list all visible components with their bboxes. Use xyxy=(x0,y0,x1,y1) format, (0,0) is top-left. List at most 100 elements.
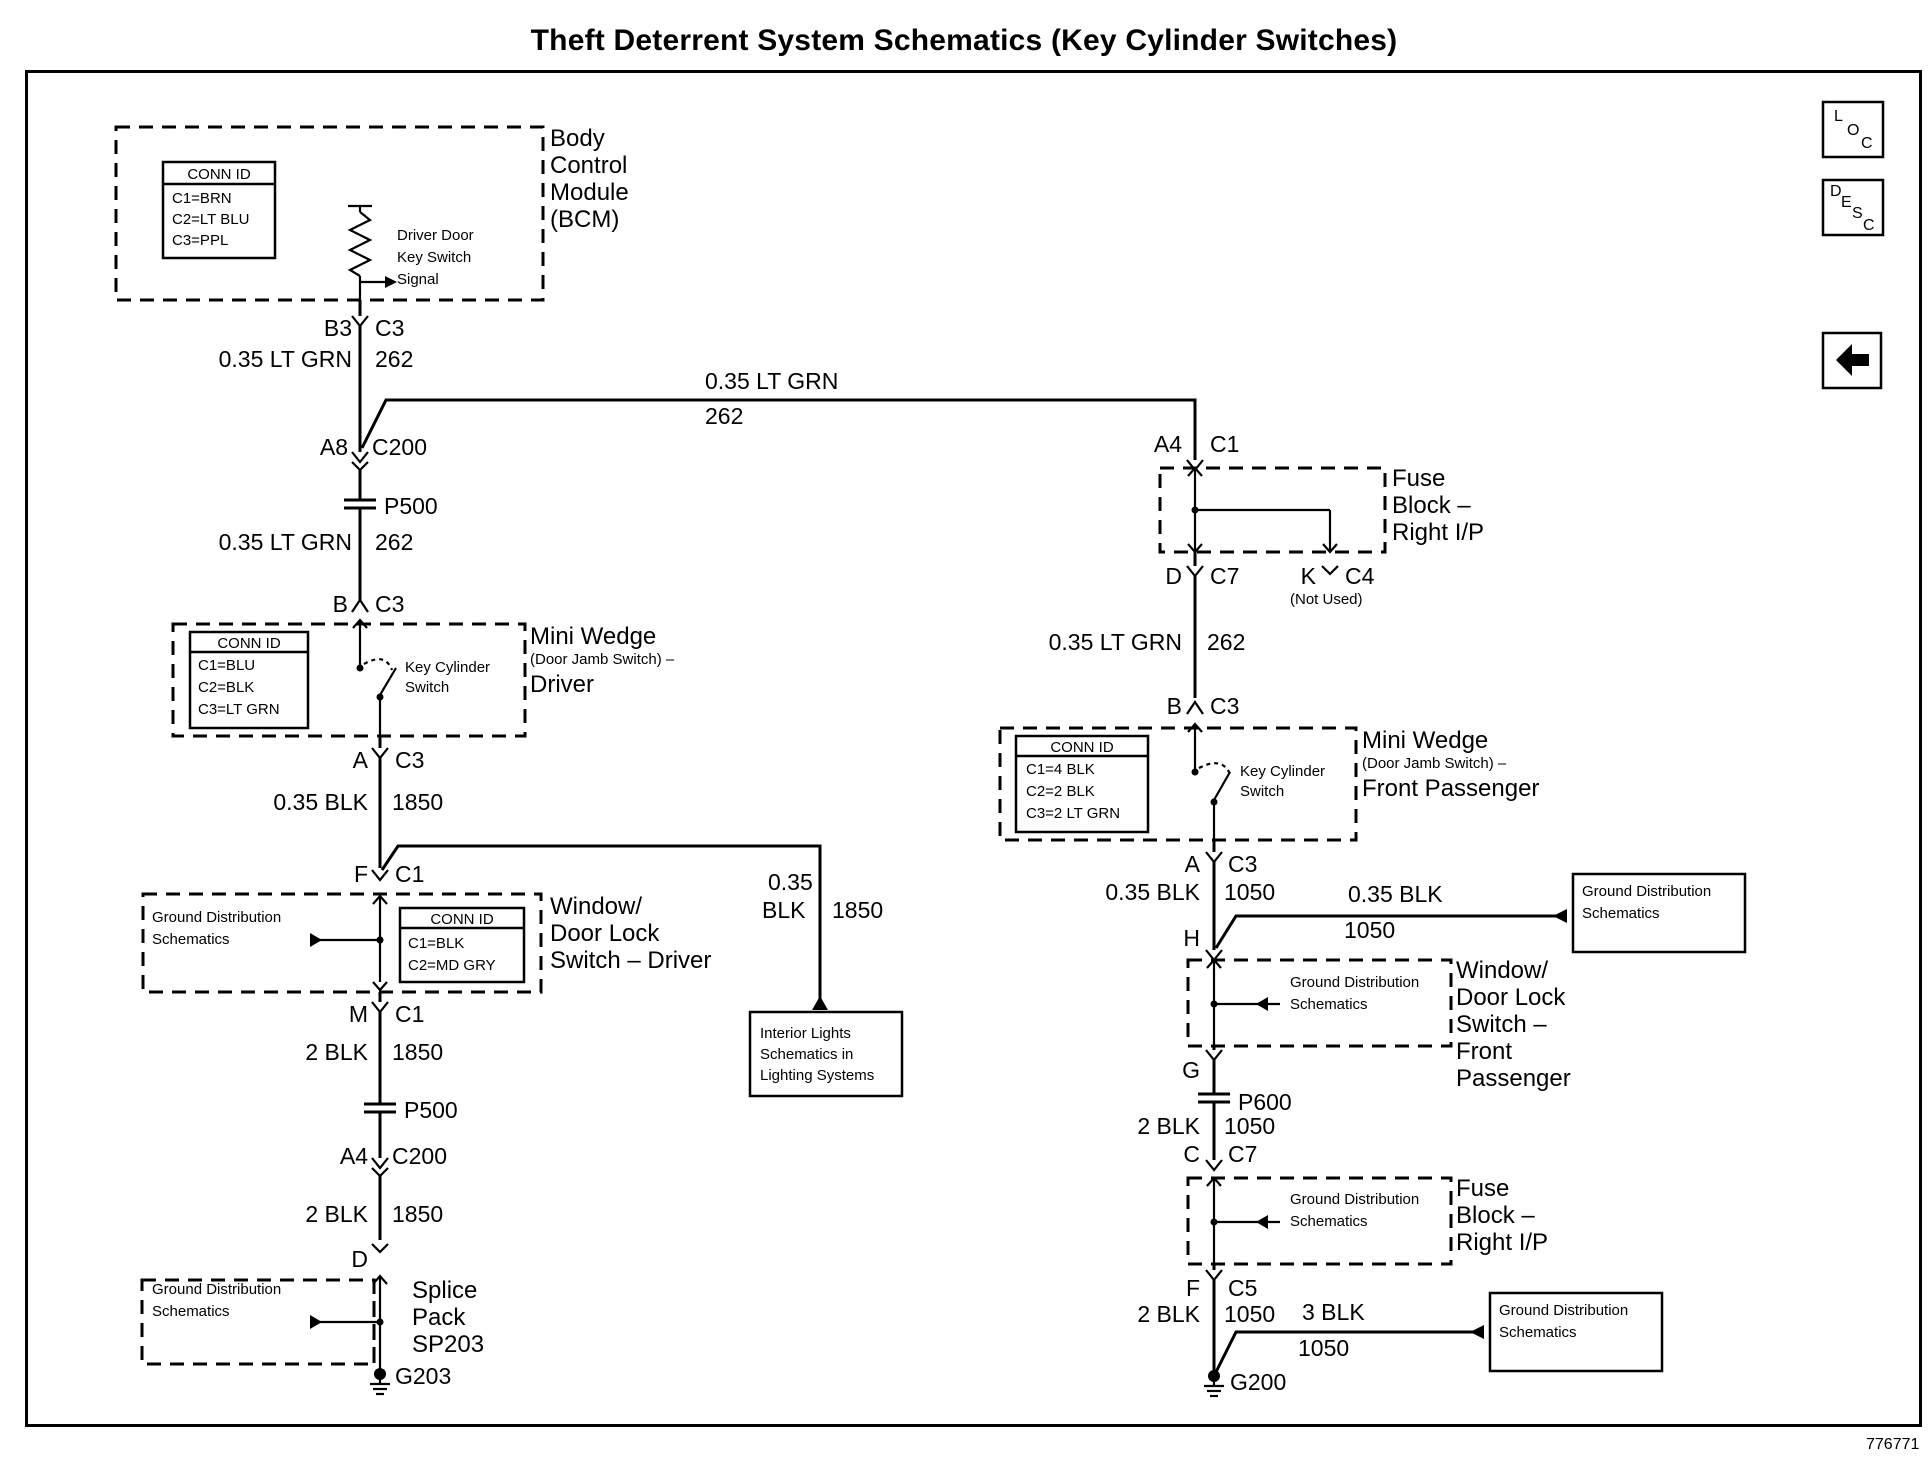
svg-text:Front: Front xyxy=(1456,1038,1512,1065)
svg-text:C4: C4 xyxy=(1345,563,1375,589)
svg-text:Ground Distribution: Ground Distribution xyxy=(1290,974,1419,991)
ground-g203-icon xyxy=(370,1382,390,1396)
svg-text:C3: C3 xyxy=(1228,851,1257,877)
svg-text:0.35 LT GRN: 0.35 LT GRN xyxy=(705,368,838,394)
svg-text:Passenger: Passenger xyxy=(1456,1065,1571,1092)
svg-text:C200: C200 xyxy=(372,434,427,460)
svg-text:0.35 BLK: 0.35 BLK xyxy=(1105,879,1200,905)
svg-text:B: B xyxy=(333,591,348,617)
svg-text:Door Lock: Door Lock xyxy=(1456,984,1566,1011)
svg-text:Key Cylinder: Key Cylinder xyxy=(1240,763,1325,780)
svg-text:Switch – Driver: Switch – Driver xyxy=(550,947,711,974)
svg-text:Ground Distribution: Ground Distribution xyxy=(152,909,281,926)
svg-text:O: O xyxy=(1847,122,1859,139)
svg-text:C1: C1 xyxy=(395,861,424,887)
svg-text:1850: 1850 xyxy=(392,1201,443,1227)
svg-text:(Door Jamb Switch) –: (Door Jamb Switch) – xyxy=(530,651,675,668)
svg-text:H: H xyxy=(1183,925,1200,951)
svg-text:C3=2 LT GRN: C3=2 LT GRN xyxy=(1026,805,1120,822)
svg-text:C2=MD GRY: C2=MD GRY xyxy=(408,957,496,974)
key-cylinder-switch-icon xyxy=(363,658,394,671)
svg-text:Ground Distribution: Ground Distribution xyxy=(1499,1302,1628,1319)
svg-text:262: 262 xyxy=(1207,629,1245,655)
svg-text:K: K xyxy=(1301,563,1317,589)
svg-text:P600: P600 xyxy=(1238,1089,1292,1115)
svg-text:C2=2 BLK: C2=2 BLK xyxy=(1026,783,1095,800)
svg-text:M: M xyxy=(349,1001,368,1027)
svg-text:Schematics: Schematics xyxy=(1290,996,1368,1013)
diagram-frame xyxy=(25,70,1922,1427)
svg-text:Signal: Signal xyxy=(397,271,439,288)
ground-distribution-ref-2[interactable]: Ground Distribution Schematics xyxy=(1488,1291,1664,1373)
svg-text:BLK: BLK xyxy=(762,897,806,923)
svg-text:Switch: Switch xyxy=(1240,783,1284,800)
svg-text:P500: P500 xyxy=(404,1097,458,1123)
svg-text:2 BLK: 2 BLK xyxy=(1137,1113,1200,1139)
mini-wedge-driver: Mini Wedge (Door Jamb Switch) – Driver C… xyxy=(171,618,675,738)
svg-text:Schematics: Schematics xyxy=(152,931,230,948)
svg-text:1050: 1050 xyxy=(1224,1301,1275,1327)
svg-text:1850: 1850 xyxy=(392,789,443,815)
svg-text:A8: A8 xyxy=(320,434,348,460)
svg-text:C3: C3 xyxy=(1210,693,1239,719)
svg-text:Switch –: Switch – xyxy=(1456,1011,1547,1038)
svg-text:Key Switch: Key Switch xyxy=(397,249,471,266)
svg-text:Schematics: Schematics xyxy=(1290,1213,1368,1230)
svg-text:Right I/P: Right I/P xyxy=(1456,1229,1548,1256)
back-arrow-button[interactable] xyxy=(1821,331,1883,390)
ground-distribution-ref-1[interactable]: Ground Distribution Schematics xyxy=(1571,872,1747,954)
svg-text:C1=4 BLK: C1=4 BLK xyxy=(1026,761,1095,778)
loc-button[interactable]: L O C xyxy=(1821,100,1885,159)
svg-text:(Not Used): (Not Used) xyxy=(1290,591,1363,608)
right-wire-column-1: A4 C1 xyxy=(1154,431,1239,472)
svg-text:Module: Module xyxy=(550,179,629,206)
svg-text:S: S xyxy=(1852,205,1863,222)
desc-button[interactable]: D E S C xyxy=(1821,178,1885,237)
svg-text:G200: G200 xyxy=(1230,1369,1286,1395)
ground-g200-icon xyxy=(1204,1384,1224,1398)
svg-text:Window/: Window/ xyxy=(550,893,642,920)
interior-lights-reference[interactable]: Interior Lights Schematics in Lighting S… xyxy=(748,1010,904,1098)
svg-text:C3=LT GRN: C3=LT GRN xyxy=(198,701,280,718)
svg-text:1050: 1050 xyxy=(1224,1113,1275,1139)
svg-text:C: C xyxy=(1183,1141,1200,1167)
svg-text:Block –: Block – xyxy=(1456,1202,1535,1229)
wd-driver-conn-id-table: CONN ID C1=BLK C2=MD GRY xyxy=(398,906,526,984)
svg-text:1850: 1850 xyxy=(392,1039,443,1065)
mw-passenger-conn-id-table: CONN ID C1=4 BLK C2=2 BLK C3=2 LT GRN xyxy=(1014,734,1150,834)
figure-number: 776771 xyxy=(1866,1436,1920,1453)
svg-text:Driver: Driver xyxy=(530,671,594,698)
svg-text:G203: G203 xyxy=(395,1363,451,1389)
svg-text:A: A xyxy=(353,747,369,773)
svg-text:0.35 LT GRN: 0.35 LT GRN xyxy=(219,529,352,555)
right-wire-column-3: A C3 0.35 BLK 1050 H 0.35 BLK 1050 xyxy=(1105,840,1567,962)
svg-text:A: A xyxy=(1185,851,1201,877)
svg-text:Window/: Window/ xyxy=(1456,957,1548,984)
fuse-block-right-ip-2: Fuse Block – Right I/P Ground Distributi… xyxy=(1186,1175,1548,1266)
svg-text:E: E xyxy=(1841,194,1852,211)
svg-text:P500: P500 xyxy=(384,493,438,519)
svg-text:C: C xyxy=(1863,217,1875,234)
svg-text:Lighting Systems: Lighting Systems xyxy=(760,1067,874,1084)
svg-text:B: B xyxy=(1167,693,1182,719)
resistor-icon xyxy=(347,211,373,277)
svg-text:262: 262 xyxy=(375,529,413,555)
svg-text:Mini Wedge: Mini Wedge xyxy=(530,623,656,650)
svg-text:D: D xyxy=(1165,563,1182,589)
svg-text:262: 262 xyxy=(375,346,413,372)
svg-text:Pack: Pack xyxy=(412,1304,466,1331)
svg-text:CONN ID: CONN ID xyxy=(187,166,251,183)
svg-text:CONN ID: CONN ID xyxy=(1050,739,1114,756)
svg-text:2 BLK: 2 BLK xyxy=(305,1039,368,1065)
svg-text:Key Cylinder: Key Cylinder xyxy=(405,659,490,676)
svg-text:D: D xyxy=(351,1246,368,1272)
top-crossover-wire: 0.35 LT GRN 262 xyxy=(360,368,1197,460)
right-wire-column-2: D C7 K C4 (Not Used) 0.35 LT GRN 262 B C… xyxy=(1049,552,1375,719)
svg-text:C: C xyxy=(1861,135,1873,152)
bcm-conn-id-table: CONN ID C1=BRN C2=LT BLU C3=PPL xyxy=(161,160,277,260)
svg-text:Schematics in: Schematics in xyxy=(760,1046,853,1063)
svg-text:Ground Distribution: Ground Distribution xyxy=(1582,883,1711,900)
left-wire-column: B3 C3 0.35 LT GRN 262 A8 C200 P500 0.35 … xyxy=(219,300,438,617)
svg-text:Schematics: Schematics xyxy=(1582,905,1660,922)
svg-text:Right I/P: Right I/P xyxy=(1392,519,1484,546)
